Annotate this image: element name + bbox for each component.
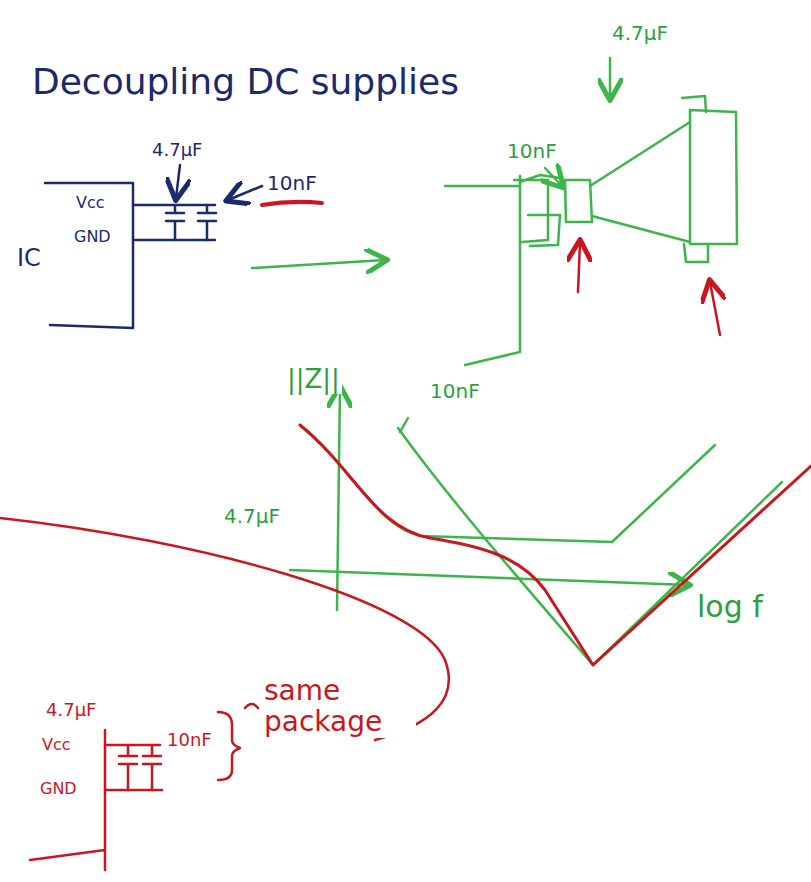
ic-schematic (45, 165, 262, 328)
same-package-schematic (30, 704, 258, 870)
pointer-arrows (578, 242, 720, 335)
pin-name: Vcc (74, 194, 107, 212)
part-name: IC (15, 245, 43, 271)
capacitor-value: 10nF (265, 172, 319, 194)
impedance-graph (290, 388, 782, 665)
pcb-layout (252, 58, 737, 365)
divider-curve (0, 518, 449, 740)
pin-name: GND (38, 780, 79, 798)
axis-label: log f (695, 590, 765, 623)
pin-name: Vcc (40, 736, 73, 754)
pin-name: GND (72, 228, 113, 246)
title: Decoupling DC supplies (30, 62, 461, 102)
axis-label: ||Z|| (285, 365, 342, 394)
curve-label: 10nF (428, 380, 482, 402)
underline (262, 202, 322, 205)
capacitor-value: 4.7µF (150, 140, 204, 160)
capacitor-value: 10nF (165, 730, 214, 750)
combined-curve (300, 425, 811, 665)
curve-label: 4.7µF (222, 505, 282, 527)
capacitor-value: 10nF (505, 140, 559, 162)
capacitor-value: 4.7µF (610, 22, 670, 44)
note: same package (262, 676, 416, 738)
capacitor-value: 4.7µF (44, 700, 98, 720)
